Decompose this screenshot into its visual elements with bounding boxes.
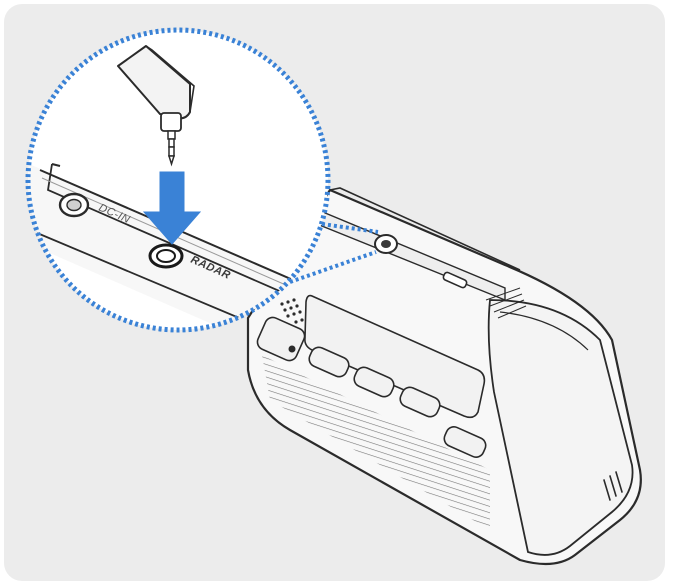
dashcam-body <box>246 187 642 566</box>
radar-port-zoomed <box>148 243 184 269</box>
radar-port <box>374 234 398 254</box>
insert-arrow-icon <box>142 171 202 245</box>
audio-plug-icon <box>117 45 195 167</box>
dc-in-port <box>58 192 90 218</box>
control-buttons <box>308 346 487 458</box>
